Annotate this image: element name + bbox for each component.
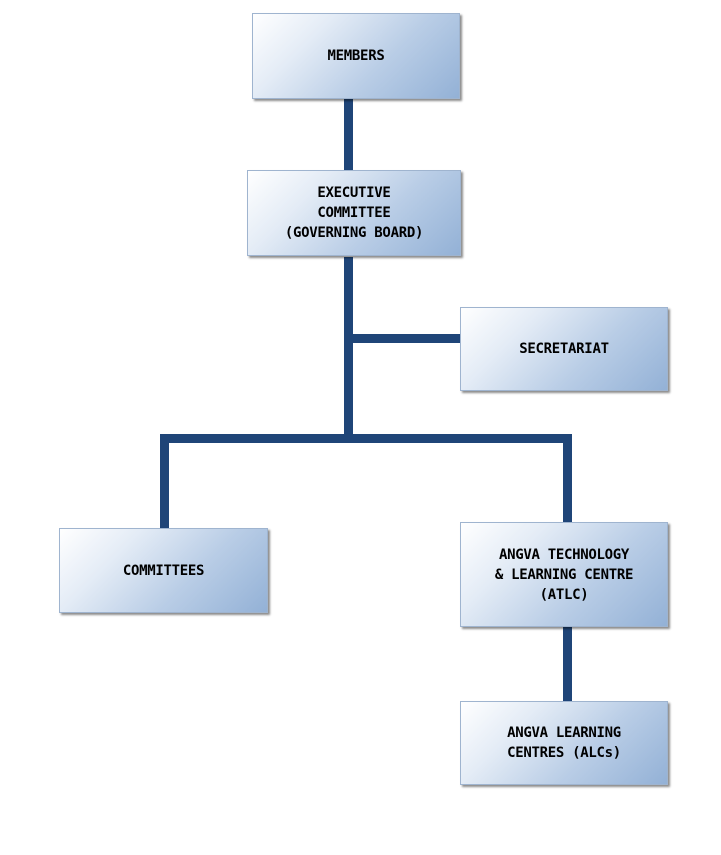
node-alcs: ANGVA LEARNING CENTRES (ALCs): [460, 701, 668, 785]
node-committees-label: COMMITTEES: [122, 562, 205, 579]
connector-members-executive: [344, 97, 353, 171]
connector-secretariat-branch: [344, 334, 461, 343]
node-executive-committee-label: EXECUTIVE COMMITTEE (GOVERNING BOARD): [284, 185, 424, 241]
connector-atlc-alcs: [563, 626, 572, 702]
connector-committees-drop: [160, 434, 169, 530]
node-committees: COMMITTEES: [59, 528, 268, 613]
node-atlc-label: ANGVA TECHNOLOGY & LEARNING CENTRE (ATLC…: [494, 546, 634, 603]
node-alcs-label: ANGVA LEARNING CENTRES (ALCs): [507, 725, 621, 761]
node-members-label: MEMBERS: [327, 48, 385, 64]
node-secretariat: SECRETARIAT: [460, 307, 668, 391]
connector-executive-trunk: [344, 257, 353, 443]
connector-horizontal-bar: [160, 434, 572, 443]
node-executive-committee: EXECUTIVE COMMITTEE (GOVERNING BOARD): [247, 170, 461, 256]
node-atlc: ANGVA TECHNOLOGY & LEARNING CENTRE (ATLC…: [460, 522, 668, 627]
node-secretariat-label: SECRETARIAT: [519, 341, 609, 357]
connector-atlc-drop: [563, 434, 572, 524]
node-members: MEMBERS: [252, 13, 460, 99]
